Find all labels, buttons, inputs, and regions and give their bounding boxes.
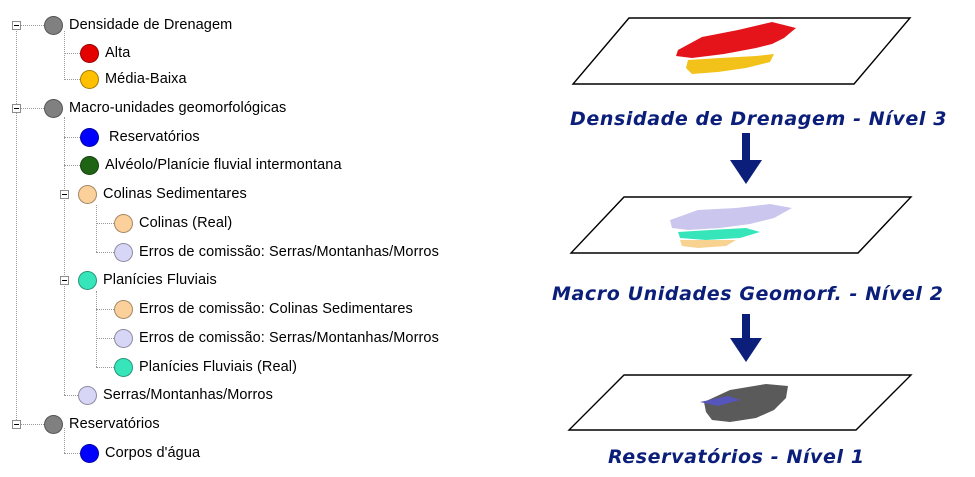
blue-circle-icon xyxy=(80,127,99,147)
tree-connector xyxy=(64,395,80,396)
layer-stack-diagram: Densidade de Drenagem - Nível 3 Macro Un… xyxy=(552,0,975,472)
lavender-circle-icon xyxy=(114,328,133,348)
tree-connector xyxy=(64,31,65,80)
tree-node-media-baixa[interactable]: Média-Baixa xyxy=(80,68,187,90)
node-label: Densidade de Drenagem xyxy=(69,17,233,33)
tree-connector xyxy=(16,112,17,424)
gray-circle-icon xyxy=(44,98,63,118)
node-label: Erros de comissão: Serras/Montanhas/Morr… xyxy=(139,244,439,260)
tree-connector xyxy=(64,79,80,80)
tree-node-macro-units[interactable]: Macro-unidades geomorfológicas xyxy=(44,97,286,119)
node-label: Planícies Fluviais xyxy=(103,272,217,288)
level-3-title: Densidade de Drenagem - Nível 3 xyxy=(570,108,948,130)
reservoirs-area xyxy=(704,384,788,422)
peach-circle-icon xyxy=(114,213,133,233)
tree-node-planicies-erros-serras[interactable]: Erros de comissão: Serras/Montanhas/Morr… xyxy=(114,327,439,349)
tree-connector xyxy=(16,424,44,425)
node-label: Colinas Sedimentares xyxy=(103,186,247,202)
node-label: Média-Baixa xyxy=(105,71,187,87)
colinas-area xyxy=(680,240,736,248)
tree-connector xyxy=(64,428,65,453)
tree-connector xyxy=(96,367,114,368)
medium-low-density-area xyxy=(686,54,774,74)
level-1-title: Reservatórios - Nível 1 xyxy=(608,446,865,468)
tree-node-colinas-erros-serras[interactable]: Erros de comissão: Serras/Montanhas/Morr… xyxy=(114,241,439,263)
red-circle-icon xyxy=(80,43,99,63)
level-2-title: Macro Unidades Geomorf. - Nível 2 xyxy=(552,283,944,305)
tree-node-colinas[interactable]: Colinas Sedimentares xyxy=(78,183,247,205)
collapse-toggle-reservoirs[interactable] xyxy=(12,420,21,429)
tree-node-planicies-erros-colinas[interactable]: Erros de comissão: Colinas Sedimentares xyxy=(114,298,413,320)
layer-stack-svg xyxy=(567,17,913,431)
node-label: Erros de comissão: Colinas Sedimentares xyxy=(139,301,413,317)
level-3-plane xyxy=(571,17,912,85)
node-label: Colinas (Real) xyxy=(139,215,233,231)
collapse-toggle-drainage[interactable] xyxy=(12,21,21,30)
lavender-circle-icon xyxy=(78,385,97,405)
tree-connector xyxy=(96,252,114,253)
tree-connector xyxy=(16,25,44,26)
down-arrow-icon xyxy=(730,133,762,184)
tree-node-drainage[interactable]: Densidade de Drenagem xyxy=(44,14,232,36)
tree-node-reservatorios-unit[interactable]: Reservatórios xyxy=(80,126,200,148)
node-label: Macro-unidades geomorfológicas xyxy=(69,100,287,116)
node-label: Serras/Montanhas/Morros xyxy=(103,387,273,403)
tree-connector xyxy=(64,53,80,54)
planicies-area xyxy=(678,228,760,240)
tree-node-alta[interactable]: Alta xyxy=(80,42,130,64)
green-circle-icon xyxy=(80,155,99,175)
tree-connector xyxy=(96,338,114,339)
tree-node-corpos-dagua[interactable]: Corpos d'água xyxy=(80,442,200,464)
gray-circle-icon xyxy=(44,414,63,434)
gray-circle-icon xyxy=(44,15,63,35)
tree-connector xyxy=(64,453,80,454)
collapse-toggle-planicies[interactable] xyxy=(60,276,69,285)
node-label: Corpos d'água xyxy=(105,445,201,461)
lavender-circle-icon xyxy=(114,242,133,262)
orange-circle-icon xyxy=(80,69,99,89)
tree-node-reservoirs[interactable]: Reservatórios xyxy=(44,413,160,435)
node-label: Alvéolo/Planície fluvial intermontana xyxy=(105,157,342,173)
collapse-toggle-macro-units[interactable] xyxy=(12,104,21,113)
teal-circle-icon xyxy=(114,357,133,377)
level-1-plane xyxy=(567,374,913,431)
tree-node-planicies[interactable]: Planícies Fluviais xyxy=(78,269,217,291)
tree-node-planicies-real[interactable]: Planícies Fluviais (Real) xyxy=(114,356,297,378)
peach-circle-icon xyxy=(78,184,97,204)
teal-circle-icon xyxy=(78,270,97,290)
node-label: Alta xyxy=(105,45,131,61)
tree-connector xyxy=(64,137,80,138)
tree-connector xyxy=(64,165,80,166)
tree-connector xyxy=(64,117,65,395)
node-label: Planícies Fluviais (Real) xyxy=(139,359,298,375)
legend-tree: Densidade de Drenagem Alta Média-Baixa M… xyxy=(12,14,439,464)
node-label: Reservatórios xyxy=(109,129,200,145)
tree-connector xyxy=(96,291,97,367)
tree-connector xyxy=(96,205,97,252)
collapse-toggle-colinas[interactable] xyxy=(60,190,69,199)
serras-area xyxy=(670,204,792,230)
water-bodies-area xyxy=(700,396,740,406)
tree-node-alveolo[interactable]: Alvéolo/Planície fluvial intermontana xyxy=(80,154,342,176)
tree-connector xyxy=(16,108,44,109)
node-label: Reservatórios xyxy=(69,416,160,432)
down-arrow-icon xyxy=(730,314,762,362)
node-label: Erros de comissão: Serras/Montanhas/Morr… xyxy=(139,330,439,346)
tree-connector xyxy=(16,28,17,108)
tree-connector xyxy=(96,309,114,310)
peach-circle-icon xyxy=(114,299,133,319)
high-density-area xyxy=(676,22,796,58)
tree-connector xyxy=(96,223,114,224)
tree-node-serras[interactable]: Serras/Montanhas/Morros xyxy=(78,384,273,406)
level-2-plane xyxy=(569,196,913,254)
blue-circle-icon xyxy=(80,443,99,463)
tree-node-colinas-real[interactable]: Colinas (Real) xyxy=(114,212,232,234)
